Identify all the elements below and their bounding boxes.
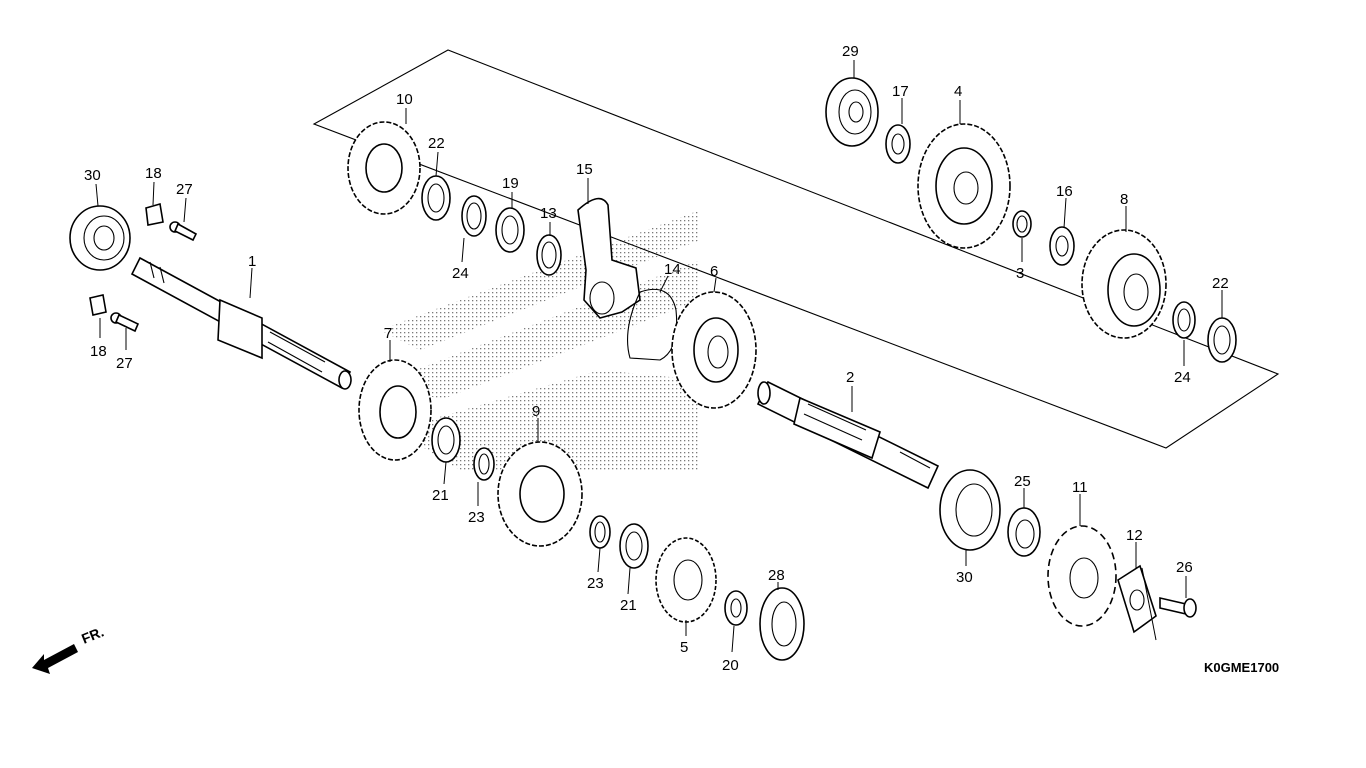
callout-24-right: 24 [1174, 369, 1191, 386]
gear-5 [655, 537, 717, 623]
callout-19: 19 [502, 175, 519, 192]
bolt-26 [1159, 596, 1197, 618]
washer-22-right [1207, 317, 1237, 363]
callout-8: 8 [1120, 191, 1128, 208]
bearing-30-left [69, 205, 131, 271]
callout-23-bottom: 23 [587, 575, 604, 592]
drawing-code: K0GME1700 [1204, 660, 1279, 675]
callout-11: 11 [1072, 479, 1088, 496]
bolt-27-bottom [110, 312, 140, 333]
callout-21-top: 21 [432, 487, 449, 504]
callout-21-bottom: 21 [620, 597, 637, 614]
mainshaft-1 [130, 256, 352, 390]
washer-23-top [473, 447, 495, 481]
callout-30-right: 30 [956, 569, 973, 586]
callout-18-bottom: 18 [90, 343, 107, 360]
bushing-3 [1012, 210, 1032, 238]
washer-17 [885, 124, 911, 164]
washer-20 [724, 590, 748, 626]
front-direction-arrow: FR. [32, 623, 106, 674]
washer-16 [1049, 226, 1075, 266]
callouts: 30 18 27 18 27 1 10 22 24 19 13 15 14 6 … [84, 43, 1229, 674]
gear-7 [358, 359, 432, 461]
callout-27-bottom: 27 [116, 355, 133, 372]
callout-3: 3 [1016, 265, 1024, 282]
callout-22-right: 22 [1212, 275, 1229, 292]
callout-5: 5 [680, 639, 688, 656]
callout-18-top: 18 [145, 165, 162, 182]
callout-14: 14 [664, 261, 681, 278]
countershaft-group-box [312, 49, 1280, 449]
circlip-24-right [1172, 301, 1196, 339]
bushing-13 [536, 234, 562, 276]
gear-4 [917, 123, 1011, 249]
plate-12 [1117, 564, 1157, 634]
callout-6: 6 [710, 263, 718, 280]
bearing-29 [825, 77, 879, 147]
callout-24-left: 24 [452, 265, 469, 282]
callout-9: 9 [532, 403, 540, 420]
callout-7: 7 [384, 325, 392, 342]
gear-10 [347, 121, 421, 215]
sprocket-11 [1047, 525, 1117, 627]
seal-25 [1007, 507, 1041, 557]
bolt-27-top [169, 221, 198, 242]
callout-12: 12 [1126, 527, 1143, 544]
front-marker-label: FR. [79, 623, 106, 646]
callout-4: 4 [954, 83, 962, 100]
callout-15: 15 [576, 161, 593, 178]
bushing-21-top [431, 417, 461, 463]
callout-2: 2 [846, 369, 854, 386]
callout-28: 28 [768, 567, 785, 584]
washer-19 [495, 207, 525, 253]
callout-22-left: 22 [428, 135, 445, 152]
bushing-21-bottom [619, 523, 649, 569]
plate-18-bottom [89, 294, 107, 316]
callout-10: 10 [396, 91, 413, 108]
plate-18-top [145, 202, 164, 226]
callout-17: 17 [892, 83, 909, 100]
bearing-30-right [939, 469, 1001, 551]
callout-27-top: 27 [176, 181, 193, 198]
countershaft-2 [756, 380, 940, 490]
callout-16: 16 [1056, 183, 1073, 200]
callout-25: 25 [1014, 473, 1031, 490]
callout-29: 29 [842, 43, 859, 60]
gear-8 [1081, 229, 1167, 339]
callout-1: 1 [248, 253, 256, 270]
bearing-28 [759, 587, 805, 661]
gasket-14 [627, 288, 678, 361]
callout-26: 26 [1176, 559, 1193, 576]
circlip-24-left [461, 195, 487, 237]
gear-9 [497, 441, 583, 547]
callout-23-top: 23 [468, 509, 485, 526]
callout-13: 13 [540, 205, 557, 222]
washer-22-left [421, 175, 451, 221]
callout-20: 20 [722, 657, 739, 674]
gear-6 [671, 291, 757, 409]
washer-23-bottom [589, 515, 611, 549]
callout-30-left: 30 [84, 167, 101, 184]
leader-lines [95, 60, 1223, 653]
